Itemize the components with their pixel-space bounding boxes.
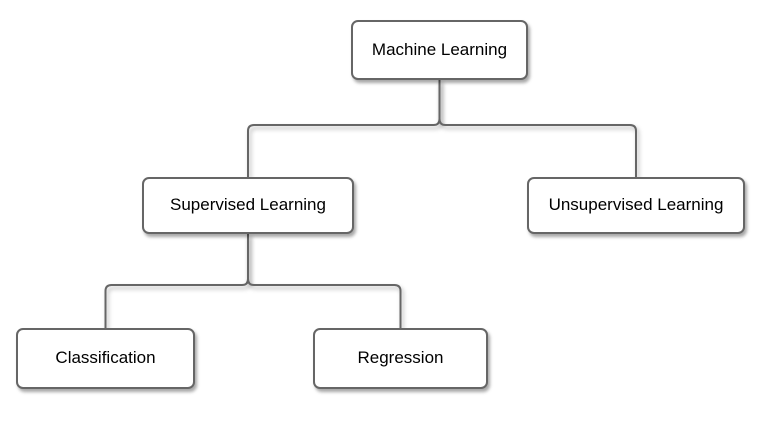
node-label: Regression xyxy=(357,348,444,368)
node-machine-learning[interactable]: Machine Learning xyxy=(351,20,528,80)
node-label: Classification xyxy=(55,348,156,368)
edge-machine-learning-to-supervised-learning xyxy=(247,80,441,177)
node-supervised-learning[interactable]: Supervised Learning xyxy=(142,177,354,234)
node-unsupervised-learning[interactable]: Unsupervised Learning xyxy=(527,177,745,234)
node-label: Machine Learning xyxy=(371,39,508,59)
node-label: Supervised Learning xyxy=(170,195,326,215)
node-regression[interactable]: Regression xyxy=(313,328,488,389)
edge-supervised-learning-to-classification xyxy=(104,234,249,328)
edge-machine-learning-to-unsupervised-learning xyxy=(438,80,637,177)
node-classification[interactable]: Classification xyxy=(16,328,195,389)
node-label: Unsupervised Learning xyxy=(548,195,724,215)
edge-supervised-learning-to-regression xyxy=(247,234,402,328)
